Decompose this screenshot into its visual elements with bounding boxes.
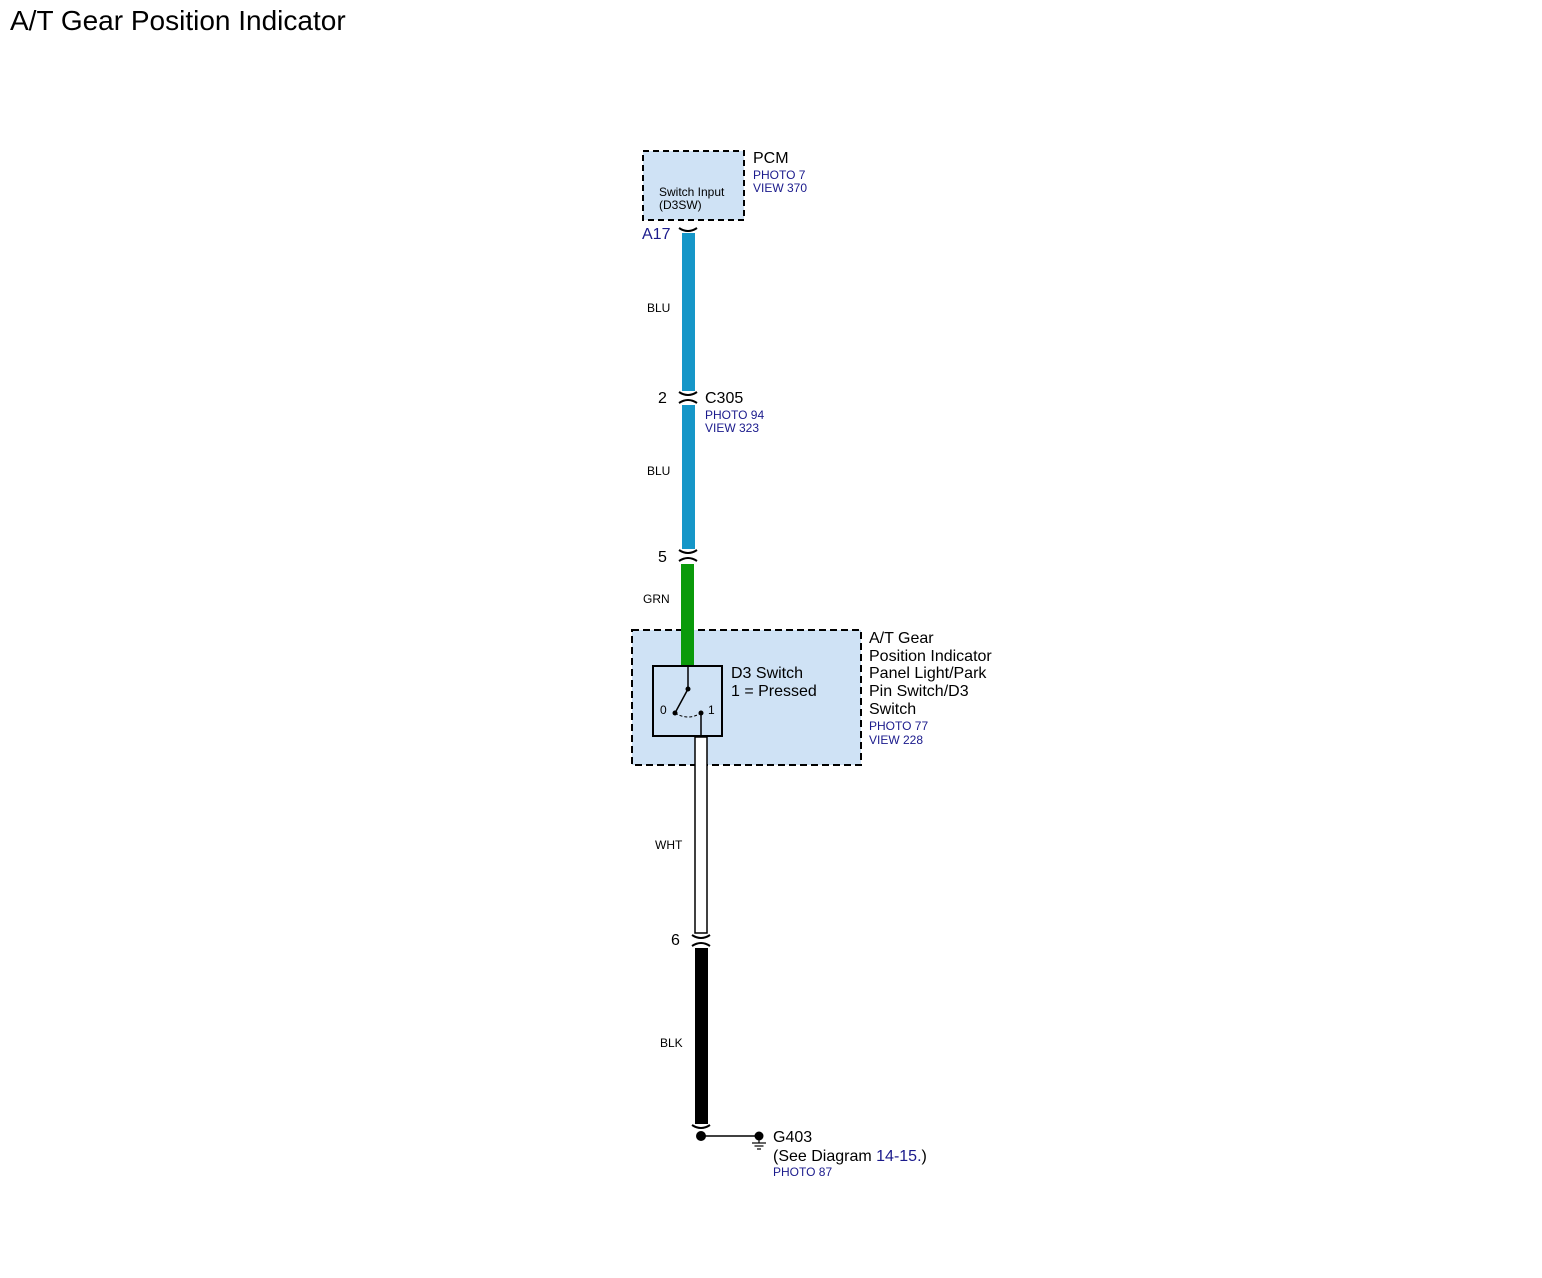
ground-see-prefix: (See Diagram — [773, 1148, 872, 1165]
pcm-input-label: Switch Input — [659, 185, 725, 199]
switch-assembly-photo-ref[interactable]: PHOTO 77 — [869, 719, 928, 733]
pcm-name: PCM — [753, 150, 789, 167]
ground-photo-ref[interactable]: PHOTO 87 — [773, 1165, 832, 1179]
switch-assembly-name-1: A/T Gear — [869, 630, 934, 647]
d3-switch-travel — [674, 712, 702, 718]
pcm-view-ref[interactable]: VIEW 370 — [753, 181, 807, 195]
wire-grn — [681, 564, 694, 667]
wire-blu-upper — [682, 233, 695, 391]
pin6-connector-bottom — [691, 942, 711, 947]
wire-label-blu-lower: BLU — [647, 464, 670, 478]
wire-label-blk: BLK — [660, 1036, 683, 1050]
pcm-pin-a17: A17 — [642, 226, 671, 243]
wire-blu-lower — [682, 405, 695, 549]
wire-label-blu-upper: BLU — [647, 301, 670, 315]
pcm-input-signal: (D3SW) — [659, 198, 702, 212]
pin5-connector-bottom — [678, 557, 698, 562]
c305-view-ref[interactable]: VIEW 323 — [705, 421, 759, 435]
d3-switch-state: 1 = Pressed — [731, 683, 817, 700]
switch-assembly-name-2: Position Indicator — [869, 648, 992, 665]
c305-photo-ref[interactable]: PHOTO 94 — [705, 408, 764, 422]
diagram-title: A/T Gear Position Indicator — [10, 5, 346, 36]
ground-name: G403 — [773, 1129, 812, 1146]
pin6-connector-top — [691, 934, 711, 939]
switch-assembly-name-5: Switch — [869, 701, 916, 718]
pcm-pin-connector — [678, 227, 698, 232]
d3-switch-lever — [674, 688, 689, 714]
switch-assembly-name-3: Panel Light/Park — [869, 665, 987, 682]
c305-name: C305 — [705, 390, 743, 407]
wire-label-grn: GRN — [643, 592, 670, 606]
switch-assembly-name-4: Pin Switch/D3 — [869, 683, 969, 700]
switch-pin-5: 5 — [658, 549, 667, 566]
ground-diagram-link[interactable]: 14-15. — [876, 1148, 921, 1165]
d3-switch-pos-0: 0 — [660, 703, 667, 717]
ground-see-diagram: (See Diagram 14-15.) — [773, 1148, 927, 1165]
c305-pin-2: 2 — [658, 390, 667, 407]
pcm-box — [642, 150, 745, 221]
pcm-photo-ref[interactable]: PHOTO 7 — [753, 168, 806, 182]
switch-pin-6: 6 — [671, 932, 680, 949]
d3-switch-label: D3 Switch — [731, 665, 803, 682]
pin5-connector-top — [678, 549, 698, 554]
ground-see-suffix: ) — [922, 1148, 927, 1165]
ground-lead-connector — [691, 1124, 711, 1129]
c305-pin2-connector-bottom — [678, 399, 698, 404]
wire-label-wht: WHT — [655, 838, 683, 852]
d3-switch-pos-1: 1 — [708, 703, 715, 717]
wire-blk — [695, 948, 708, 1124]
c305-pin2-connector-top — [678, 391, 698, 396]
wire-wht — [694, 736, 708, 934]
switch-assembly-view-ref[interactable]: VIEW 228 — [869, 733, 923, 747]
